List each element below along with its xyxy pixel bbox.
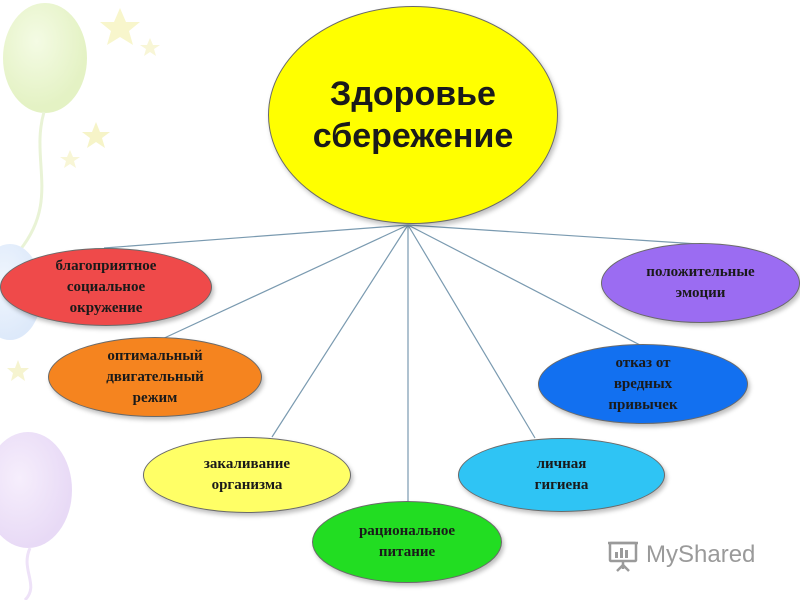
node-hygiene: личная гигиена: [458, 438, 665, 512]
connector-line: [407, 224, 643, 347]
node-label: оптимальный двигательный режим: [106, 347, 204, 406]
node-motor-regime: оптимальный двигательный режим: [48, 337, 262, 417]
watermark-myshared: MyShared: [606, 536, 755, 574]
connector-line: [159, 224, 409, 341]
node-positive-emotions: положительные эмоции: [601, 243, 800, 323]
node-social-environment: благоприятное социальное окружение: [0, 248, 212, 326]
node-hardening: закаливание организма: [143, 437, 351, 513]
node-label: рациональное питание: [358, 523, 456, 560]
presentation-board-icon: [608, 541, 638, 572]
connector-line: [103, 224, 409, 249]
node-bad-habits-refusal: отказ от вредных привычек: [538, 344, 748, 424]
node-label: закаливание организма: [203, 456, 291, 493]
node-nutrition: рациональное питание: [312, 501, 502, 583]
node-label: личная гигиена: [534, 456, 589, 493]
connector-line: [407, 224, 536, 439]
node-label: положительные эмоции: [646, 264, 755, 301]
watermark-text: MyShared: [646, 541, 756, 568]
center-node-health-saving: Здоровье сбережение: [268, 6, 558, 224]
node-label: благоприятное социальное окружение: [55, 257, 157, 316]
center-node-label: Здоровье сбережение: [312, 75, 514, 155]
node-label: отказ от вредных привычек: [608, 354, 678, 413]
connector-line: [271, 224, 409, 438]
connector-line: [407, 224, 699, 245]
